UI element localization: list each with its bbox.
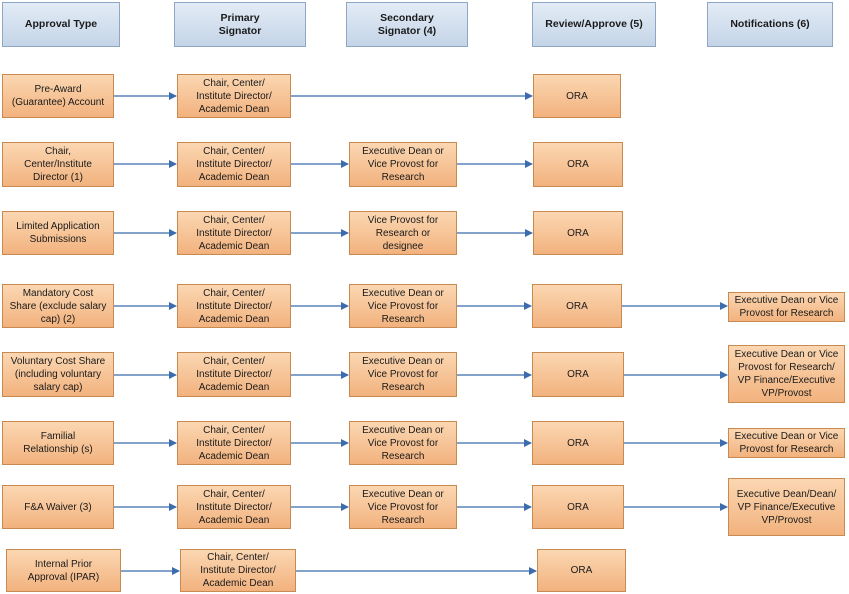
row-3-approval-type: Mandatory Cost Share (exclude salary cap…: [2, 284, 114, 328]
row-2-primary-signator: Chair, Center/ Institute Director/ Acade…: [177, 211, 291, 255]
row-1-primary-signator: Chair, Center/ Institute Director/ Acade…: [177, 142, 291, 187]
header-notifications: Notifications (6): [707, 2, 833, 47]
header-review-approve: Review/Approve (5): [532, 2, 656, 47]
header-primary-signator: Primary Signator: [174, 2, 306, 47]
row-6-approval-type: F&A Waiver (3): [2, 485, 114, 529]
row-6-secondary-signator: Executive Dean or Vice Provost for Resea…: [349, 485, 457, 529]
row-1-approval-type: Chair, Center/Institute Director (1): [2, 142, 114, 187]
row-3-secondary-signator: Executive Dean or Vice Provost for Resea…: [349, 284, 457, 328]
row-7-review: ORA: [537, 549, 626, 592]
row-1-secondary-signator: Executive Dean or Vice Provost for Resea…: [349, 142, 457, 187]
row-3-review: ORA: [532, 284, 622, 328]
row-2-review: ORA: [533, 211, 623, 255]
row-3-primary-signator: Chair, Center/ Institute Director/ Acade…: [177, 284, 291, 328]
row-6-primary-signator: Chair, Center/ Institute Director/ Acade…: [177, 485, 291, 529]
row-1-review: ORA: [533, 142, 623, 187]
row-0-approval-type: Pre-Award (Guarantee) Account: [2, 74, 114, 118]
row-5-review: ORA: [532, 421, 624, 465]
row-4-primary-signator: Chair, Center/ Institute Director/ Acade…: [177, 352, 291, 397]
row-7-approval-type: Internal Prior Approval (IPAR): [6, 549, 121, 592]
row-2-secondary-signator: Vice Provost for Research or designee: [349, 211, 457, 255]
row-5-notification: Executive Dean or Vice Provost for Resea…: [728, 428, 845, 458]
row-5-primary-signator: Chair, Center/ Institute Director/ Acade…: [177, 421, 291, 465]
row-7-primary-signator: Chair, Center/ Institute Director/ Acade…: [180, 549, 296, 592]
row-0-primary-signator: Chair, Center/ Institute Director/ Acade…: [177, 74, 291, 118]
row-4-approval-type: Voluntary Cost Share (including voluntar…: [2, 352, 114, 397]
row-4-notification: Executive Dean or Vice Provost for Resea…: [728, 345, 845, 403]
row-5-approval-type: Familial Relationship (s): [2, 421, 114, 465]
header-approval-type: Approval Type: [2, 2, 120, 47]
row-3-notification: Executive Dean or Vice Provost for Resea…: [728, 292, 845, 322]
row-6-notification: Executive Dean/Dean/ VP Finance/Executiv…: [728, 478, 845, 536]
row-0-review: ORA: [533, 74, 621, 118]
row-4-secondary-signator: Executive Dean or Vice Provost for Resea…: [349, 352, 457, 397]
row-4-review: ORA: [532, 352, 624, 397]
header-secondary-signator: Secondary Signator (4): [346, 2, 468, 47]
row-6-review: ORA: [532, 485, 624, 529]
row-2-approval-type: Limited Application Submissions: [2, 211, 114, 255]
row-5-secondary-signator: Executive Dean or Vice Provost for Resea…: [349, 421, 457, 465]
